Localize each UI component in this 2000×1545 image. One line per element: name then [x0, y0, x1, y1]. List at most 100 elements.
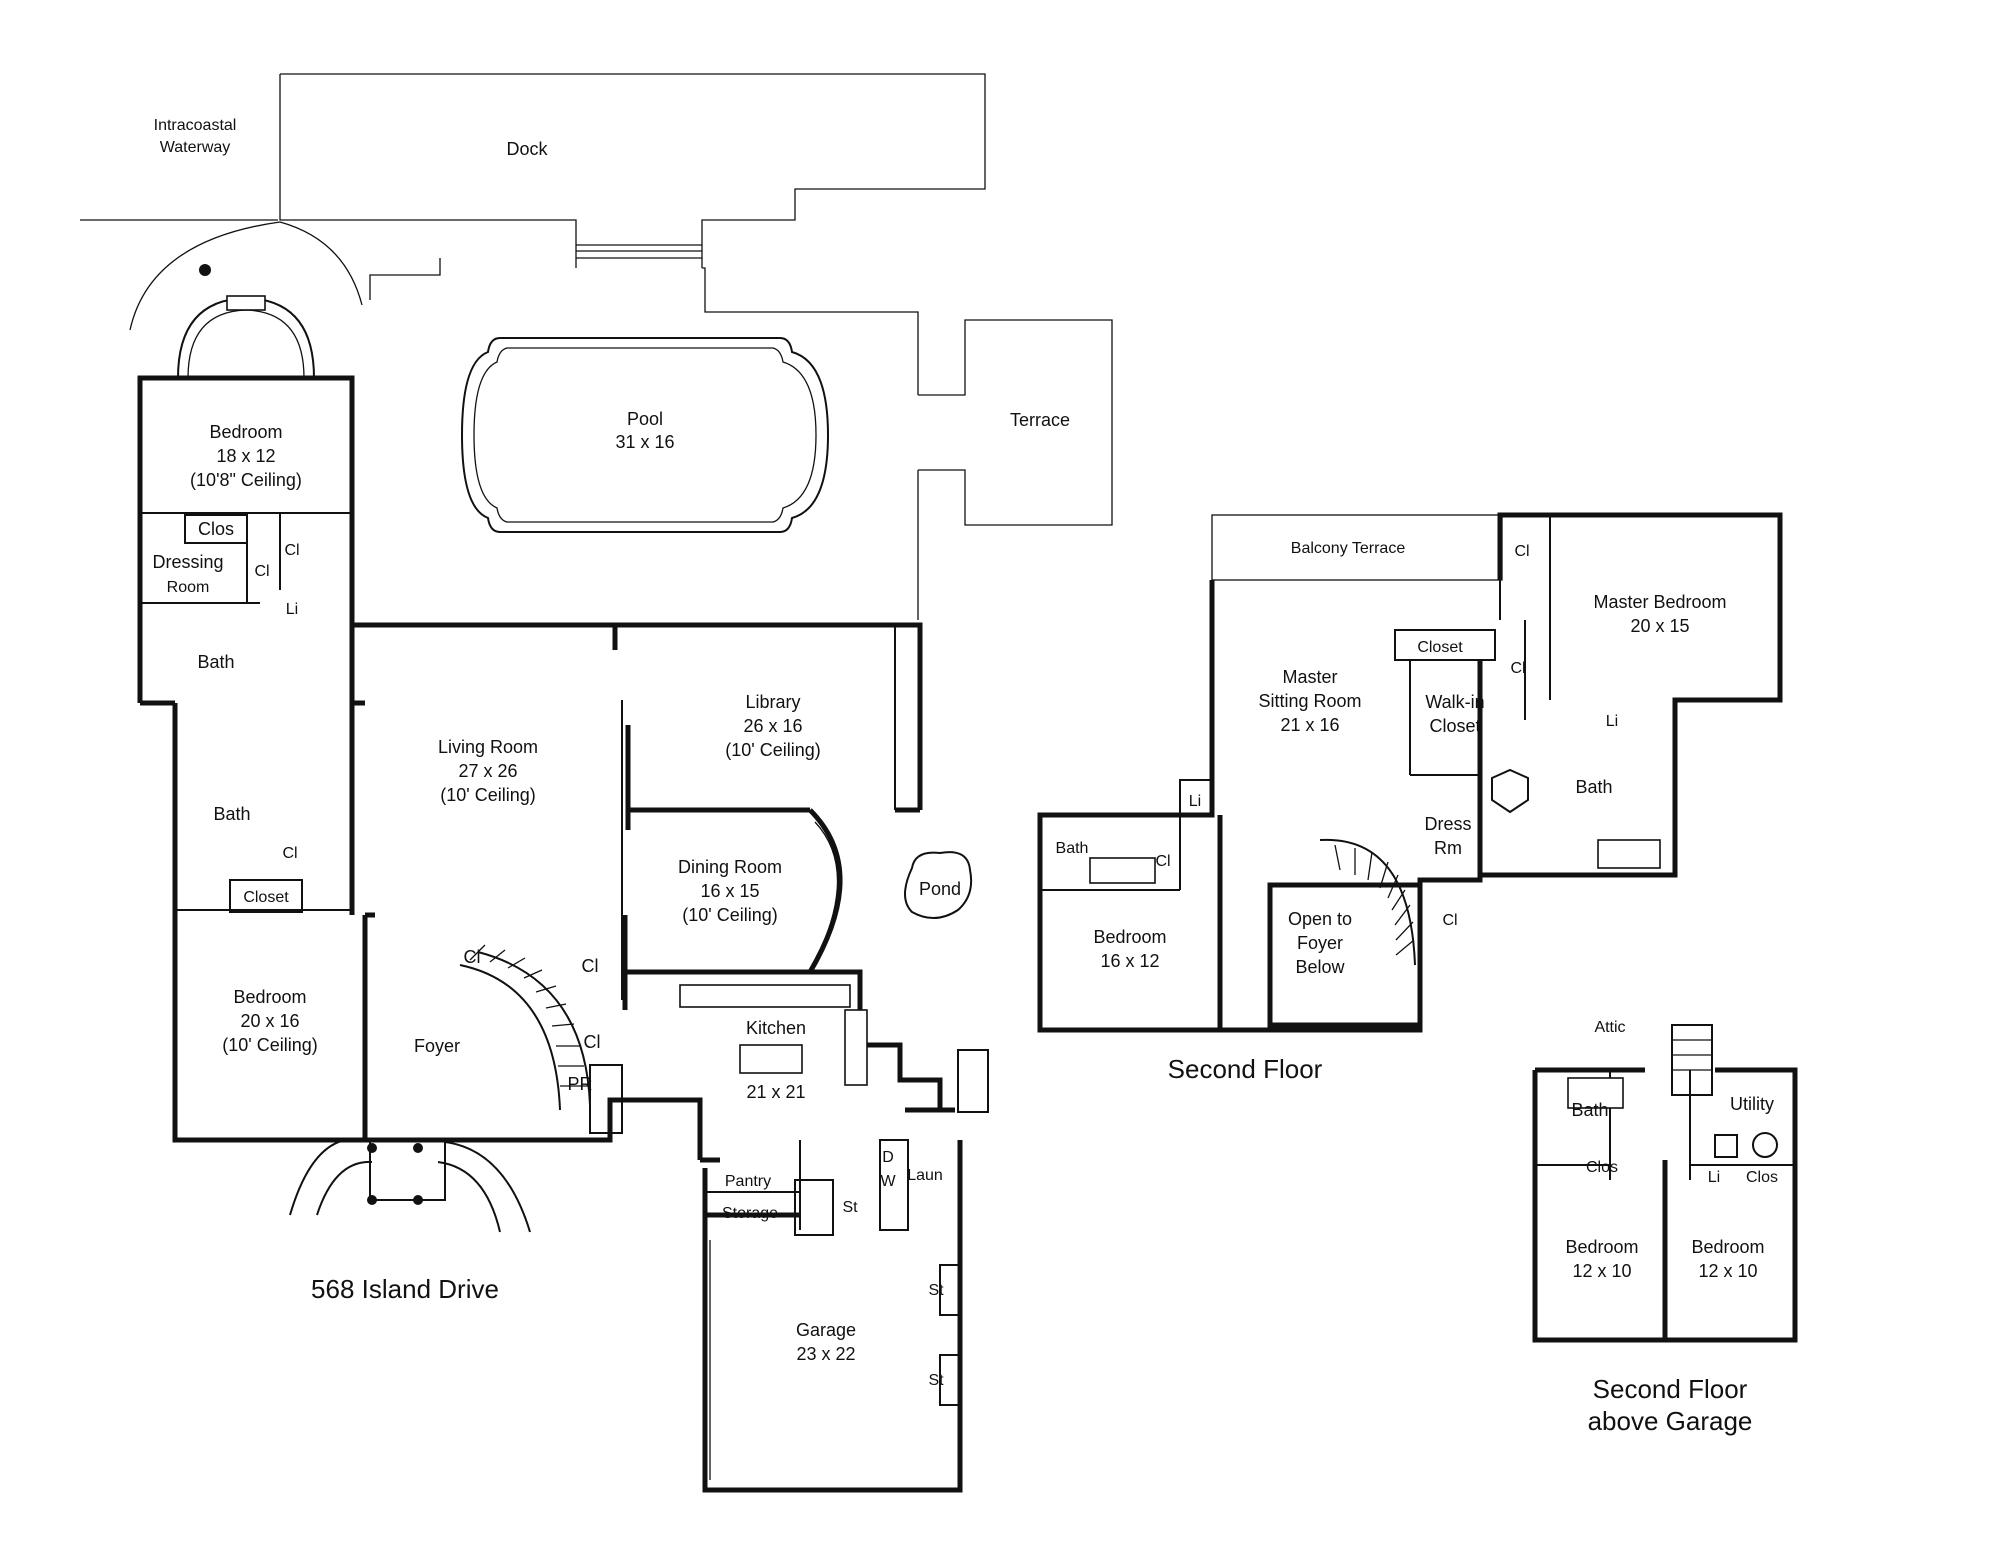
utility-label: Utility [1730, 1094, 1774, 1114]
master-bedroom-size: 20 x 15 [1630, 616, 1689, 636]
sf-bedroom-size: 16 x 12 [1100, 951, 1159, 971]
garage-size: 23 x 22 [796, 1344, 855, 1364]
terrace-label: Terrace [1010, 410, 1070, 430]
dining-room-size: 16 x 15 [700, 881, 759, 901]
bedroom-nw-name: Bedroom [209, 422, 282, 442]
second-floor-labels: Balcony Terrace Cl Master Bedroom 20 x 1… [1056, 540, 1727, 1084]
second-floor-walls [1037, 512, 1783, 1033]
entry-stairs [289, 1137, 531, 1233]
pr-label: PR [567, 1074, 592, 1094]
master-sitting-line1: Master [1282, 667, 1337, 687]
site-outlines [80, 73, 1113, 620]
gf-bedroom-left-name: Bedroom [1565, 1237, 1638, 1257]
cl-label-2: Cl [284, 542, 299, 559]
sf-li-label: Li [1606, 713, 1618, 730]
first-floor-walls [137, 295, 989, 1493]
pool-size: 31 x 16 [615, 432, 674, 452]
balcony-terrace-label: Balcony Terrace [1291, 540, 1406, 557]
open-foyer-line3: Below [1295, 957, 1345, 977]
attic-label: Attic [1594, 1019, 1625, 1036]
gf-clos-label-1: Clos [1586, 1159, 1618, 1176]
cl-foyer-label-2: Cl [582, 956, 599, 976]
gf-bath-label: Bath [1571, 1100, 1608, 1120]
second-floor-title: Second Floor [1168, 1054, 1323, 1084]
gf-bedroom-right-size: 12 x 10 [1698, 1261, 1757, 1281]
storage-label: Storage [722, 1205, 778, 1222]
closet-label: Closet [243, 889, 289, 906]
sf-closet-label: Closet [1417, 639, 1463, 656]
dock-label: Dock [506, 139, 548, 159]
st-label-2: St [928, 1282, 944, 1299]
master-bedroom-name: Master Bedroom [1593, 592, 1726, 612]
dress-rm-label: Dress [1424, 814, 1471, 834]
master-sitting-line2: Sitting Room [1258, 691, 1361, 711]
garage-floor-walls [1532, 1024, 1798, 1343]
bath-w-label: Bath [213, 804, 250, 824]
dressing-label: Dressing [152, 552, 223, 572]
laun-label: Laun [907, 1167, 943, 1184]
living-room-size: 27 x 26 [458, 761, 517, 781]
w-label: W [880, 1173, 896, 1190]
site-labels: Intracoastal Waterway Dock Pool 31 x 16 … [154, 117, 1070, 899]
gf-li-label: Li [1708, 1169, 1720, 1186]
dining-room-name: Dining Room [678, 857, 782, 877]
li-label: Li [286, 601, 298, 618]
sf-li-label-2: Li [1189, 793, 1201, 810]
sf-bedroom-name: Bedroom [1093, 927, 1166, 947]
sf-cl-label-4: Cl [1442, 912, 1457, 929]
library-size: 26 x 16 [743, 716, 802, 736]
pond-label: Pond [919, 879, 961, 899]
cl-label-3: Cl [282, 845, 297, 862]
walkin-label-2: Closet [1429, 716, 1480, 736]
open-foyer-line1: Open to [1288, 909, 1352, 929]
st-label-1: St [842, 1199, 858, 1216]
garage-floor-labels: Attic Bath Utility Clos Li Clos Bedroom … [1565, 1019, 1778, 1436]
d-label: D [882, 1149, 894, 1166]
first-floor-labels: Bedroom 18 x 12 (10'8" Ceiling) Clos Dre… [152, 422, 944, 1389]
pool-label: Pool [627, 409, 663, 429]
dining-room-note: (10' Ceiling) [682, 905, 777, 925]
bedroom-sw-name: Bedroom [233, 987, 306, 1007]
garage-floor-title-2: above Garage [1588, 1406, 1753, 1436]
pond [904, 851, 973, 919]
gf-bedroom-right-name: Bedroom [1691, 1237, 1764, 1257]
walkin-label: Walk-in [1425, 692, 1484, 712]
cl-foyer-label: Cl [464, 947, 481, 967]
cl-foyer-label-3: Cl [584, 1032, 601, 1052]
kitchen-name: Kitchen [746, 1018, 806, 1038]
bedroom-nw-note: (10'8" Ceiling) [190, 470, 302, 490]
library-note: (10' Ceiling) [725, 740, 820, 760]
bedroom-sw-note: (10' Ceiling) [222, 1035, 317, 1055]
foyer-stair [459, 944, 591, 1111]
st-label-3: St [928, 1372, 944, 1389]
waterway-label: Intracoastal [154, 117, 237, 134]
bath-nw-label: Bath [197, 652, 234, 672]
garage-floor-title-1: Second Floor [1593, 1374, 1748, 1404]
waterway-label-2: Waterway [160, 139, 231, 156]
pantry-label: Pantry [725, 1173, 771, 1190]
pool [460, 337, 830, 533]
clos-label: Clos [198, 519, 234, 539]
dress-rm-label-2: Rm [1434, 838, 1462, 858]
dressing-label-2: Room [167, 579, 210, 596]
bedroom-nw-size: 18 x 12 [216, 446, 275, 466]
kitchen-size: 21 x 21 [746, 1082, 805, 1102]
bedroom-sw-size: 20 x 16 [240, 1011, 299, 1031]
garage-name: Garage [796, 1320, 856, 1340]
master-sitting-size: 21 x 16 [1280, 715, 1339, 735]
first-floor-title: 568 Island Drive [311, 1274, 499, 1304]
foyer-label: Foyer [414, 1036, 460, 1056]
library-name: Library [745, 692, 800, 712]
sf-cl-label-3: Cl [1155, 853, 1170, 870]
sf-cl-label-1: Cl [1514, 543, 1529, 560]
living-room-note: (10' Ceiling) [440, 785, 535, 805]
sf-bath-label: Bath [1575, 777, 1612, 797]
living-room-name: Living Room [438, 737, 538, 757]
gf-bedroom-left-size: 12 x 10 [1572, 1261, 1631, 1281]
open-foyer-line2: Foyer [1297, 933, 1343, 953]
sf-bath-label-2: Bath [1056, 840, 1089, 857]
gf-clos-label-2: Clos [1746, 1169, 1778, 1186]
sf-cl-label-2: Cl [1510, 660, 1525, 677]
cl-label-1: Cl [254, 563, 269, 580]
